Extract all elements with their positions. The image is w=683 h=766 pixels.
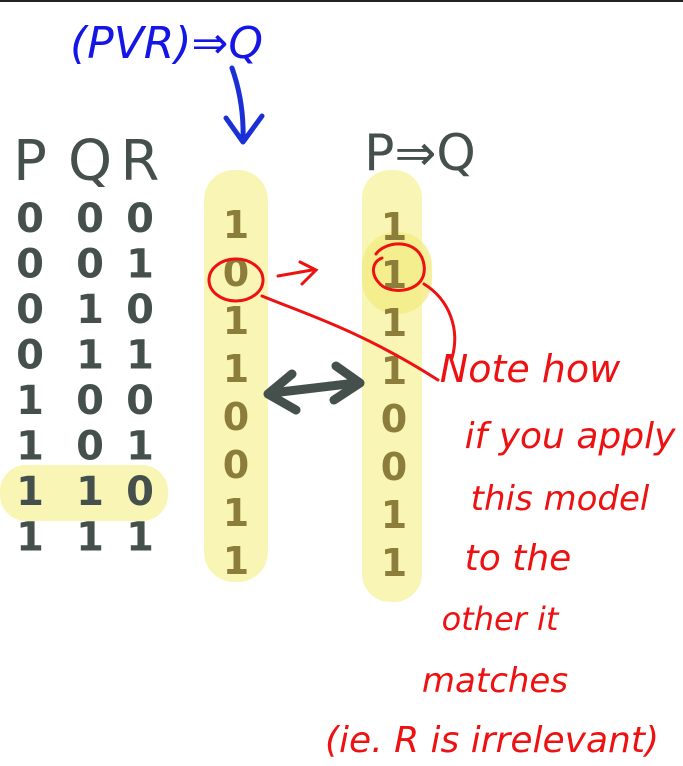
circle-right-row2 [372,242,426,292]
table-header-r: R [121,129,160,194]
table-cell: 1 [16,378,44,424]
formula-text: (PVR)⇒Q [70,18,263,69]
middle-value: 1 [223,539,249,583]
right-column-header: P⇒Q [364,124,475,182]
middle-value: 0 [223,395,249,439]
middle-value: 1 [223,491,249,535]
double-arrow-icon [263,361,365,415]
table-cell: 0 [76,242,104,288]
right-value: 1 [381,205,407,249]
table-cell: 1 [76,333,104,379]
note-line: Note how [440,347,621,391]
table-cell: 1 [76,469,104,515]
note-line: (ie. R is irrelevant) [325,720,659,761]
table-cell: 1 [126,424,154,470]
table-cell: 0 [76,424,104,470]
note-line: other it [442,600,560,638]
table-cell: 1 [16,424,44,470]
highlight-left-row [0,465,168,521]
table-cell: 1 [76,287,104,333]
circle-middle-row2 [207,257,265,303]
table-cell: 1 [16,469,44,515]
connector-line-left [260,294,440,382]
table-cell: 1 [126,242,154,288]
table-cell: 0 [76,196,104,242]
highlight-layer [0,170,432,602]
middle-value: 1 [223,203,249,247]
right-value: 0 [381,445,407,489]
table-cell: 1 [76,515,104,561]
highlight-middle-column [204,170,268,582]
table-cell: 0 [126,469,154,515]
right-value: 1 [381,301,407,345]
note-line: matches [422,661,568,701]
note-line: to the [465,538,572,579]
right-value: 1 [381,541,407,585]
table-cell: 0 [16,333,44,379]
middle-value: 0 [223,443,249,487]
table-cell: 1 [126,333,154,379]
right-value: 1 [381,493,407,537]
table-cell: 0 [16,287,44,333]
table-header-p: P [13,129,47,194]
table-cell: 1 [16,515,44,561]
note-line: this model [471,479,650,519]
right-value: 0 [381,397,407,441]
red-arrow-icon [276,260,319,286]
note-annotation: Note how if you apply this model to the othe… [325,347,676,761]
top-border [0,0,683,2]
highlight-right-row2 [362,232,432,314]
table-header-q: Q [68,129,112,194]
red-annotations [207,242,457,382]
table-cell: 0 [16,196,44,242]
middle-value: 1 [223,299,249,343]
middle-value: 1 [223,347,249,391]
connector-line-right [422,282,457,360]
table-cell: 1 [126,515,154,561]
table-cell: 0 [76,378,104,424]
table-cell: 0 [126,287,154,333]
right-value: 1 [381,349,407,393]
table-cell: 0 [16,242,44,288]
blue-down-arrow [223,65,265,145]
table-cell: 0 [126,378,154,424]
note-line: if you apply [465,416,676,457]
table-cell: 0 [126,196,154,242]
